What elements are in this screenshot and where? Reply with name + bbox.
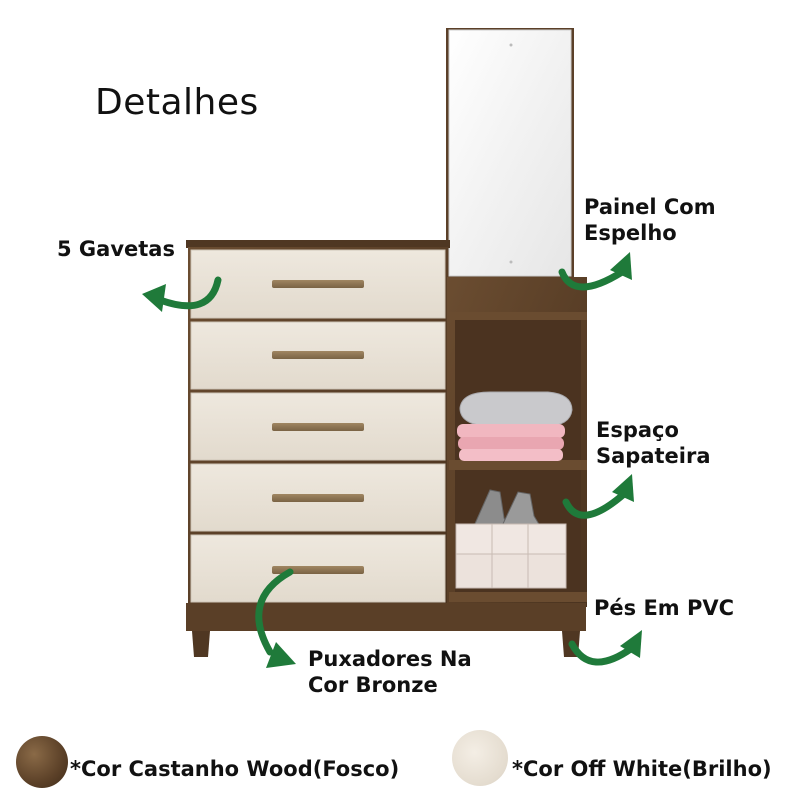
pillow (459, 391, 573, 427)
label-painel-com-espelho: Painel Com Espelho (584, 194, 716, 246)
arrow-pes (568, 630, 642, 666)
label-line: Sapateira (596, 444, 711, 468)
label-pes-em-pvc: Pés Em PVC (594, 596, 735, 620)
color-label-off-white: *Cor Off White(Brilho) (512, 757, 772, 781)
arrow-espaco (562, 474, 634, 519)
color-swatch-off-white (452, 730, 508, 786)
label-line: Painel Com (584, 195, 716, 219)
mirror-panel (446, 28, 574, 278)
page-title: Detalhes (95, 82, 259, 123)
label-line: Cor Bronze (308, 673, 438, 697)
label-line: Puxadores Na (308, 647, 472, 671)
label-line: Espaço (596, 418, 679, 442)
storage-boxes (455, 523, 567, 589)
folded-towels (457, 424, 565, 461)
arrow-puxadores (255, 568, 296, 668)
label-5-gavetas: 5 Gavetas (57, 237, 175, 261)
drawer-stack (190, 249, 446, 603)
label-puxadores-na-cor-bronze: Puxadores Na Cor Bronze (308, 646, 472, 698)
label-line: Espelho (584, 221, 677, 245)
color-label-castanho-wood: *Cor Castanho Wood(Fosco) (70, 757, 400, 781)
label-espaco-sapateira: Espaço Sapateira (596, 417, 711, 469)
arrow-gavetas (142, 276, 222, 312)
arrow-painel (558, 252, 632, 291)
sneakers (473, 489, 541, 527)
color-swatch-castanho-wood (16, 736, 68, 788)
